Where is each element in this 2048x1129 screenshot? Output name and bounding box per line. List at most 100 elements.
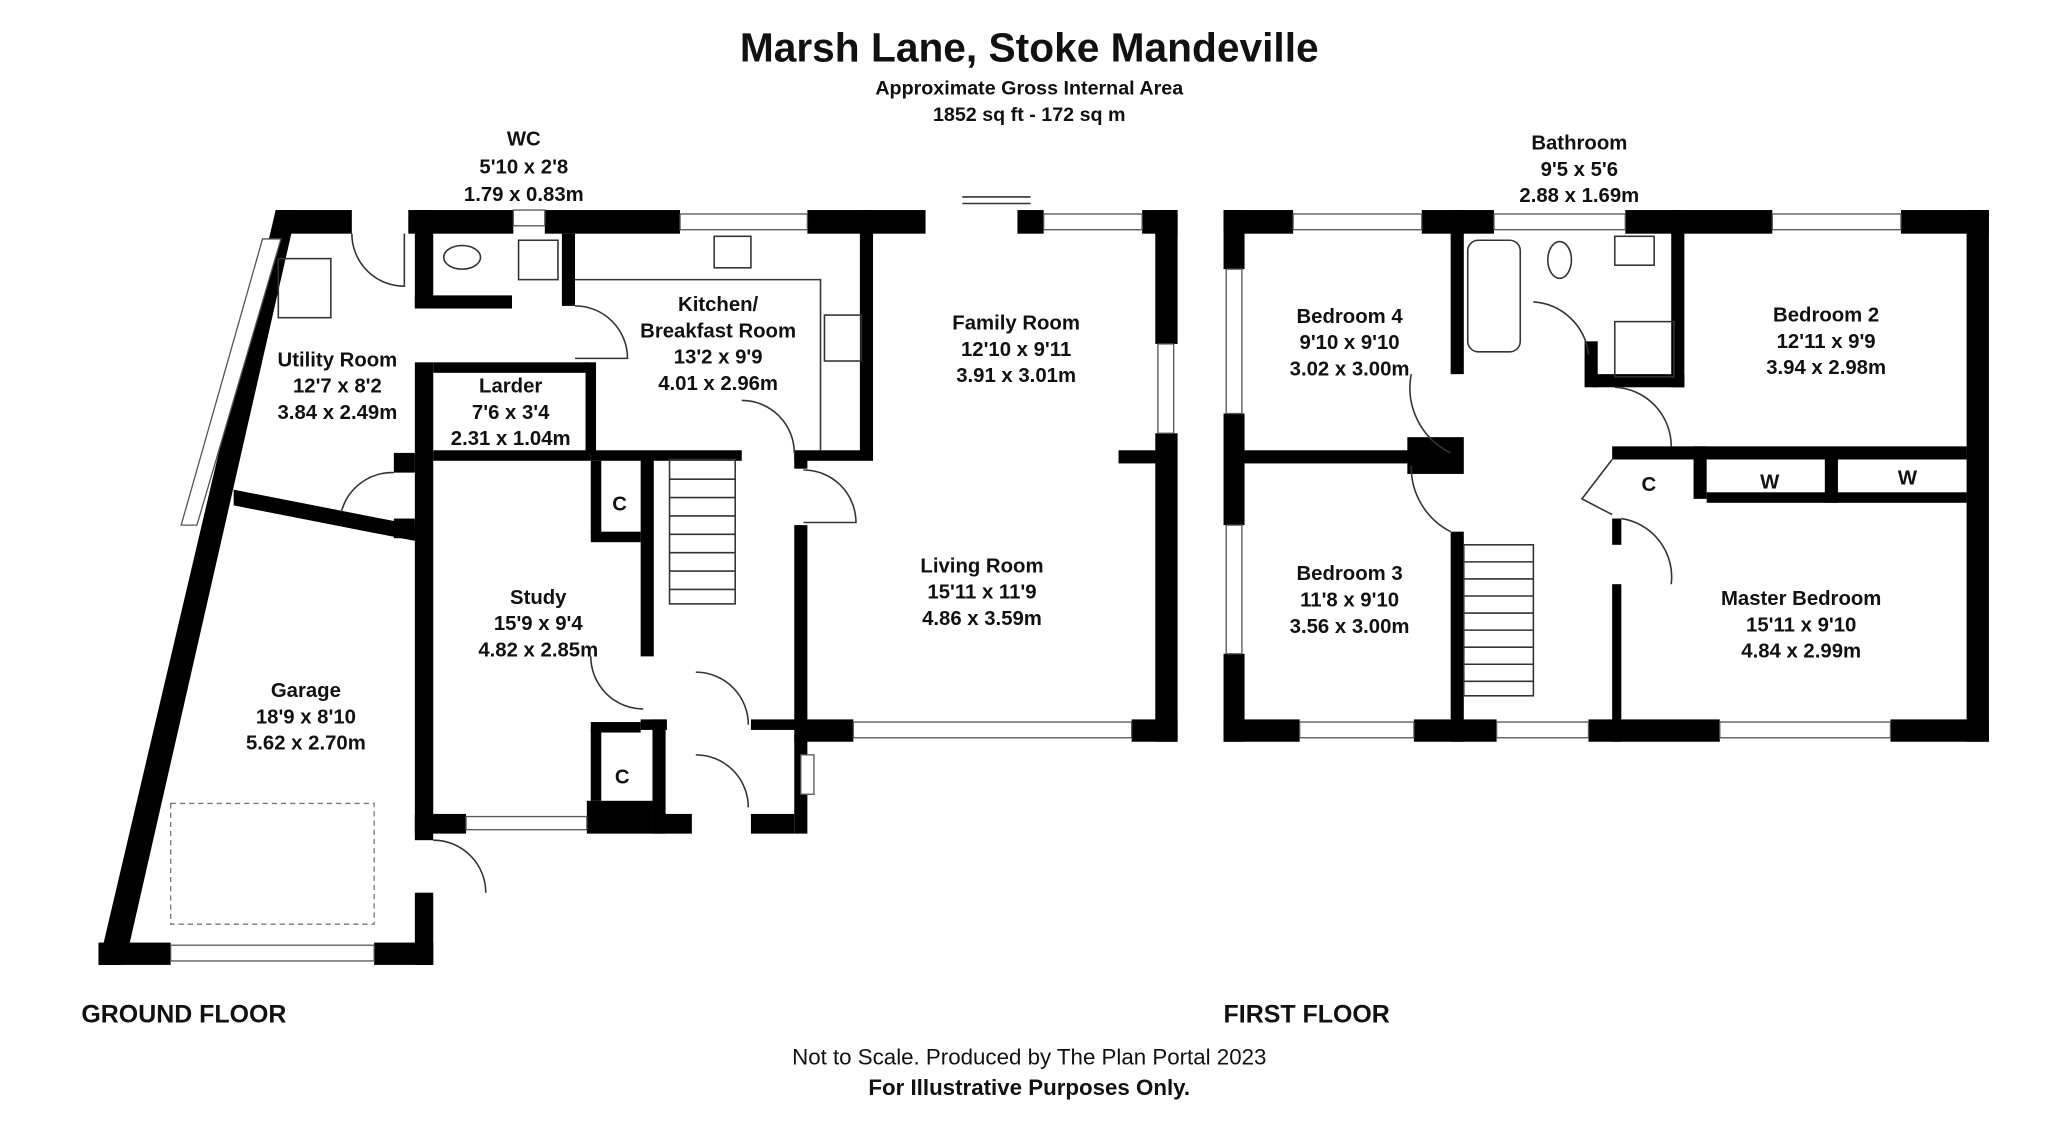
wall: [585, 362, 597, 455]
wall: [1612, 584, 1622, 742]
wall: [590, 531, 641, 543]
bath-icon: [1466, 239, 1522, 353]
wall: [544, 210, 681, 234]
room-study: Study 15'9 x 9'4 4.82 x 2.85m: [478, 587, 598, 662]
wall: [414, 362, 434, 841]
window: [1292, 213, 1423, 231]
room-name: Garage: [271, 680, 341, 702]
room-kitchen: Kitchen/ Breakfast Room 13'2 x 9'9 4.01 …: [640, 294, 796, 395]
wall: [1155, 210, 1178, 344]
ground-floor-label: GROUND FLOOR: [81, 1001, 286, 1029]
room-name: Bedroom 3: [1296, 563, 1402, 585]
room-bedroom-3: Bedroom 3 11'8 x 9'10 3.56 x 3.00m: [1290, 563, 1410, 638]
room-wc: WC 5'10 x 2'8 1.79 x 0.83m: [464, 129, 584, 206]
window: [1719, 721, 1892, 739]
wall: [652, 719, 666, 834]
walls: [98, 209, 1989, 965]
wall: [1155, 433, 1178, 742]
wall: [98, 210, 297, 965]
room-size-metric: 3.91 x 3.01m: [956, 365, 1076, 387]
room-size-imperial: 9'5 x 5'6: [1541, 159, 1619, 181]
window: [800, 754, 815, 795]
door: [695, 754, 750, 808]
room-size-metric: 5.62 x 2.70m: [246, 733, 366, 755]
door: [1533, 301, 1590, 355]
room-name: Kitchen/: [678, 294, 759, 316]
hob-icon: [823, 314, 862, 362]
window: [465, 815, 588, 831]
door: [589, 656, 644, 710]
room-size-imperial: 15'11 x 11'9: [927, 582, 1036, 604]
room-size-metric: 2.31 x 1.04m: [451, 428, 571, 450]
room-size-metric: 3.56 x 3.00m: [1290, 616, 1410, 638]
wall: [1890, 719, 1989, 742]
room-master-bedroom: Master Bedroom 15'11 x 9'10 4.84 x 2.99m: [1721, 588, 1881, 663]
room-size-metric: 4.84 x 2.99m: [1741, 641, 1861, 663]
toilet-icon: [442, 244, 482, 270]
wall: [794, 525, 808, 742]
wardrobe-label: W: [1760, 471, 1780, 493]
wardrobe-label: W: [1898, 467, 1918, 489]
door: [575, 305, 629, 360]
door: [741, 399, 796, 453]
door: [340, 471, 394, 513]
room-living: Living Room 15'11 x 11'9 4.86 x 3.59m: [920, 555, 1043, 630]
wall: [433, 362, 589, 373]
room-bedroom-4: Bedroom 4 9'10 x 9'10 3.02 x 3.00m: [1290, 306, 1410, 381]
window: [1771, 213, 1902, 231]
footer-note: Not to Scale. Produced by The Plan Porta…: [792, 1045, 1266, 1070]
room-size-imperial: 11'8 x 9'10: [1300, 590, 1399, 612]
wall: [1625, 210, 1773, 234]
room-size-imperial: 12'10 x 9'11: [961, 339, 1071, 361]
window: [1157, 343, 1175, 434]
wall: [794, 450, 874, 461]
wall: [590, 722, 641, 733]
wall: [1693, 446, 1707, 499]
wall: [1588, 719, 1720, 742]
wall: [1706, 492, 1967, 503]
car-space: [170, 802, 375, 925]
room-size-imperial: 15'9 x 9'4: [494, 613, 583, 635]
wall: [414, 210, 434, 309]
plan-title: Marsh Lane, Stoke Mandeville: [740, 25, 1319, 71]
room-size-metric: 3.84 x 2.49m: [277, 402, 397, 424]
door: [1410, 466, 1452, 533]
area-label: Approximate Gross Internal Area: [875, 78, 1184, 100]
wall: [393, 452, 415, 473]
wall: [1584, 341, 1598, 388]
door: [1621, 517, 1673, 585]
cupboard-label: C: [615, 767, 630, 789]
room-name: WC: [507, 129, 541, 151]
cupboard-label: C: [1642, 474, 1657, 496]
wall: [1244, 450, 1412, 464]
door: [1580, 458, 1613, 516]
room-name: Living Room: [920, 555, 1043, 577]
room-name: Utility Room: [278, 349, 398, 371]
room-size-imperial: 15'11 x 9'10: [1746, 614, 1856, 636]
room-garage: Garage 18'9 x 8'10 5.62 x 2.70m: [246, 680, 366, 755]
window: [1043, 213, 1143, 231]
door: [1409, 373, 1452, 454]
room-name: Master Bedroom: [1721, 588, 1881, 610]
footer-disclaimer: For Illustrative Purposes Only.: [868, 1075, 1190, 1100]
window: [1225, 524, 1243, 655]
wall: [590, 728, 602, 801]
room-size-metric: 3.02 x 3.00m: [1290, 358, 1410, 380]
window: [1225, 268, 1243, 415]
wall: [1612, 518, 1622, 545]
door: [1614, 386, 1673, 447]
window: [1299, 721, 1415, 739]
room-name: Study: [510, 587, 567, 609]
door: [351, 233, 406, 287]
room-name: Bedroom 2: [1773, 305, 1879, 327]
room-bathroom: Bathroom 9'5 x 5'6 2.88 x 1.69m: [1519, 133, 1639, 208]
room-size-metric: 2.88 x 1.69m: [1519, 185, 1639, 207]
room-size-imperial: 18'9 x 8'10: [256, 706, 356, 728]
wall: [800, 719, 854, 742]
wall: [408, 210, 514, 234]
room-size-imperial: 12'11 x 9'9: [1777, 331, 1876, 353]
room-bedroom-2: Bedroom 2 12'11 x 9'9 3.94 x 2.98m: [1766, 305, 1886, 380]
room-name: Bathroom: [1531, 133, 1627, 155]
window: [170, 944, 375, 962]
sink-icon: [277, 257, 332, 319]
